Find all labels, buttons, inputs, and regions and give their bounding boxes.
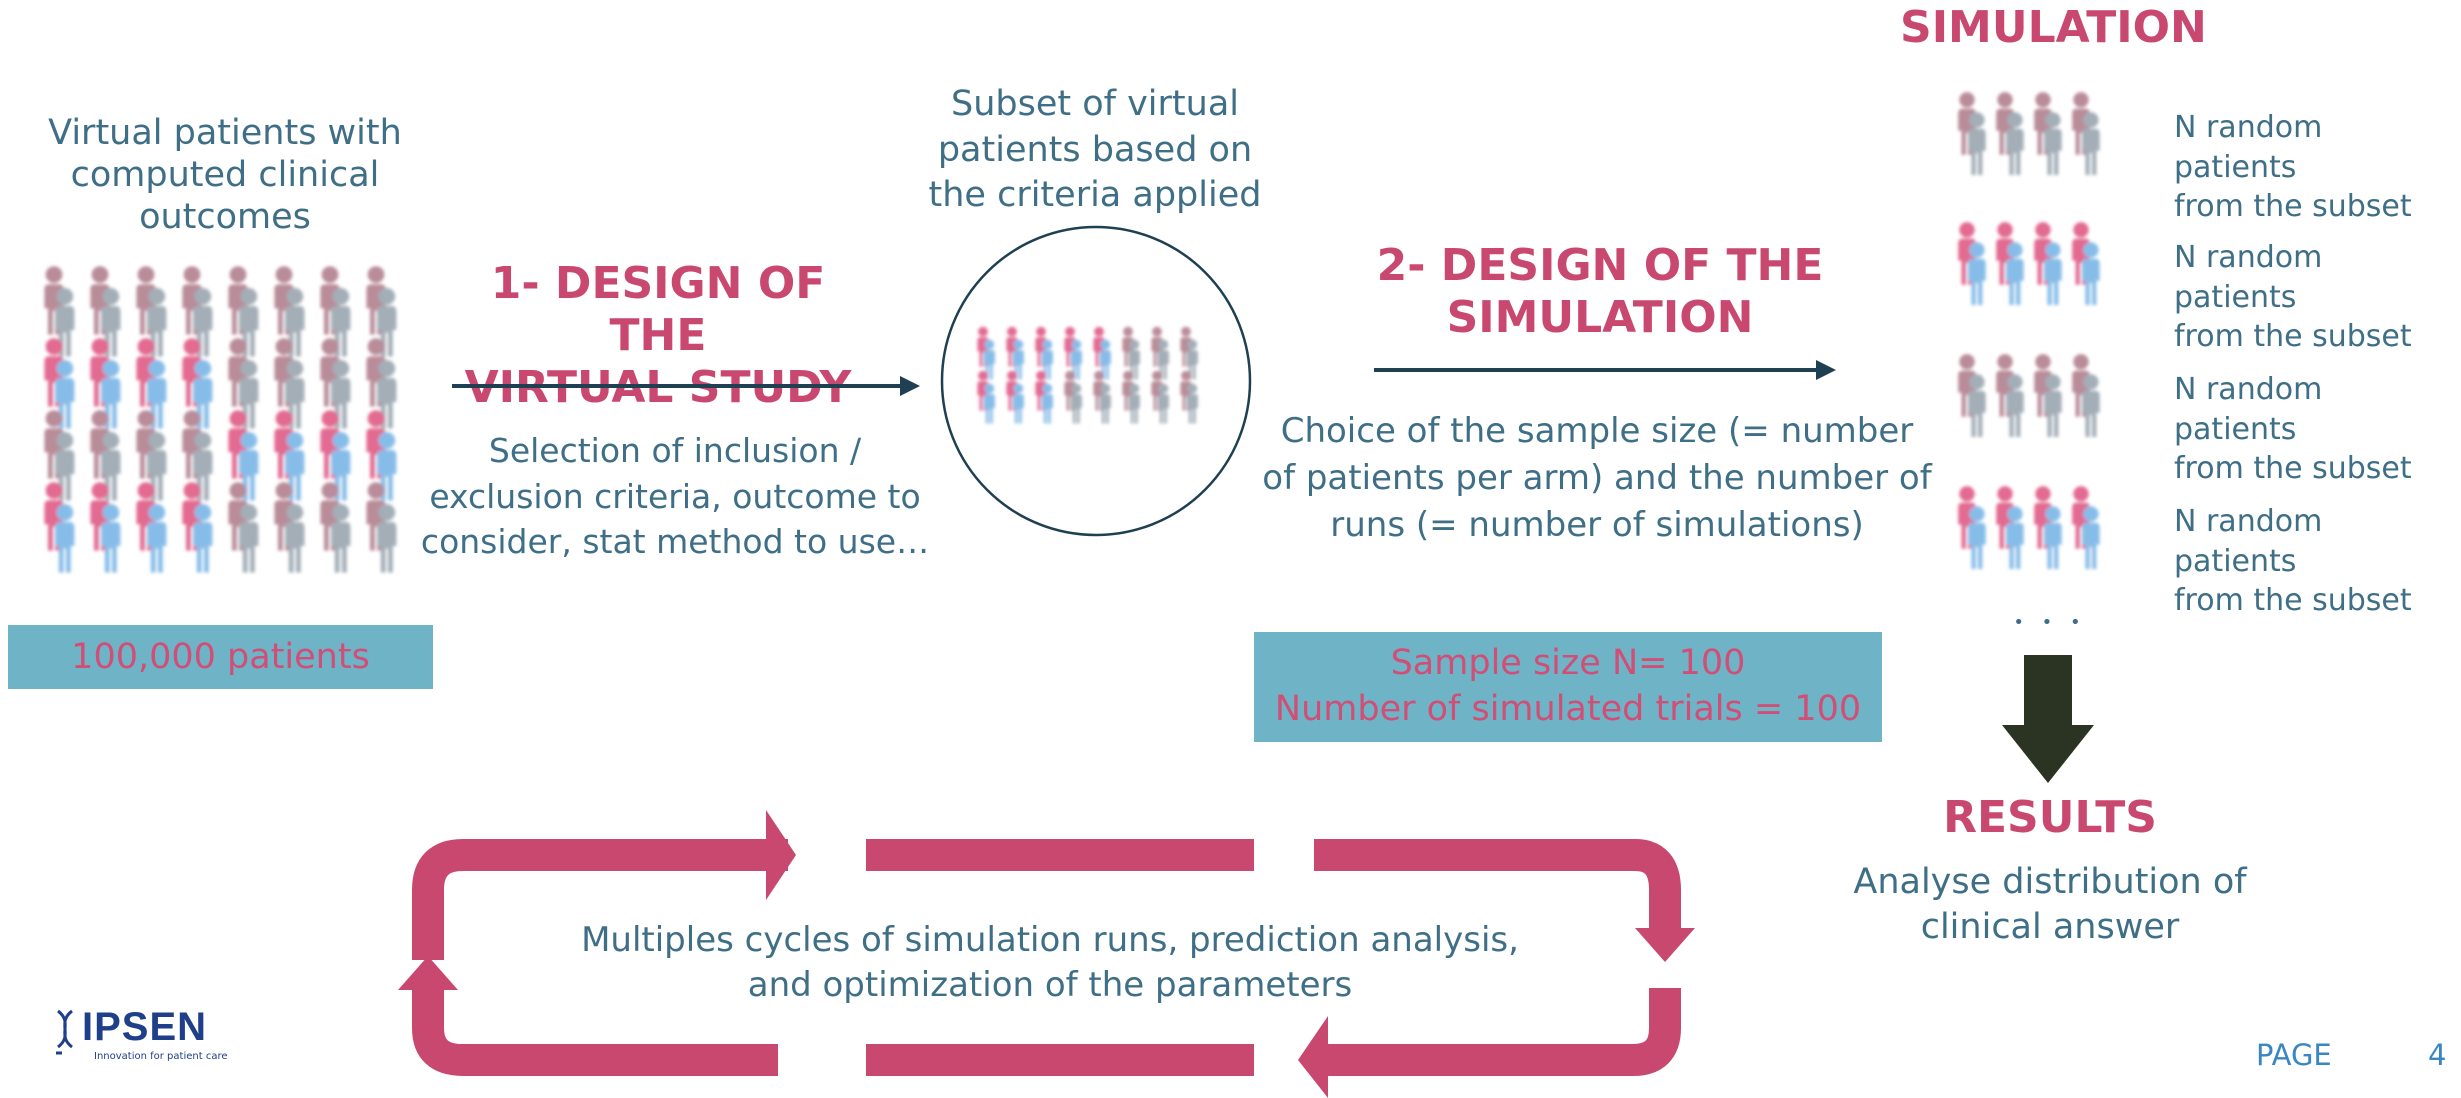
more-runs-ellipsis: • • •: [2013, 612, 2087, 633]
run-1-label-line1: N random patients: [2174, 110, 2323, 185]
patient-figure: [193, 504, 213, 573]
patient-figure: [331, 504, 351, 573]
cycle-description-line2: and optimization of the parameters: [747, 964, 1353, 1005]
patient-figure: [2082, 374, 2100, 437]
run-1-label-line2: from the subset: [2174, 189, 2412, 225]
results-description: Analyse distribution of clinical answer: [1853, 862, 2247, 947]
cycle-description: Multiples cycles of simulation runs, pre…: [520, 918, 1580, 1008]
patient-count-label: 100,000 patients: [71, 637, 370, 677]
patient-figure: [1968, 242, 1986, 305]
patient-figure: [2082, 242, 2100, 305]
patient-figure: [1968, 374, 1986, 437]
patient-figure: [2006, 506, 2024, 569]
results-title: RESULTS: [1943, 792, 2157, 843]
simulation-title: SIMULATION: [1900, 2, 2207, 53]
step1-arrow: [452, 376, 920, 396]
patient-figure: [1968, 112, 1986, 175]
run-1-label: N random patients from the subset: [2174, 108, 2444, 227]
step2-title: 2- DESIGN OF THE SIMULATION: [1370, 240, 1830, 344]
patient-figure: [1070, 383, 1082, 424]
run-4-label-line2: from the subset: [2174, 583, 2412, 619]
run-3-label-line2: from the subset: [2174, 451, 2412, 487]
patient-figure: [2044, 242, 2062, 305]
patient-figure: [101, 504, 121, 573]
step2-description: Choice of the sample size (= number of p…: [1262, 411, 1932, 545]
patient-figure: [2006, 374, 2024, 437]
run-4-label-line1: N random patients: [2174, 504, 2323, 579]
patient-figure: [2044, 112, 2062, 175]
simulated-trials-label: Number of simulated trials = 100: [1274, 689, 1862, 729]
patient-figure: [1968, 506, 1986, 569]
patient-figure: [983, 383, 995, 424]
patient-figure: [2082, 112, 2100, 175]
patient-figure: [2082, 506, 2100, 569]
patient-figure: [2044, 506, 2062, 569]
ipsen-logo-tagline: Innovation for patient care: [94, 1051, 228, 1062]
dna-helix-icon: [56, 1009, 74, 1055]
step2-arrow: [1374, 360, 1836, 380]
patient-figure: [1012, 383, 1024, 424]
page-label: PAGE: [2256, 1038, 2332, 1072]
patient-figure: [1157, 383, 1169, 424]
run-3-patients: [1958, 354, 2100, 437]
virtual-patients-crowd: [44, 266, 397, 573]
patient-figure: [285, 504, 305, 573]
patient-figure: [239, 504, 259, 573]
cycle-description-line1: Multiples cycles of simulation runs, pre…: [581, 920, 1519, 960]
run-3-label-line1: N random patients: [2174, 372, 2323, 447]
run-2-patients: [1958, 222, 2100, 305]
run-4-patients: [1958, 486, 2100, 569]
optimization-cycle-arrows: [398, 810, 1695, 1098]
step2-title-line1: 2- DESIGN OF THE: [1376, 240, 1824, 291]
patient-figure: [2006, 112, 2024, 175]
run-4-label: N random patients from the subset: [2174, 502, 2444, 621]
page-number: 4: [2428, 1038, 2447, 1072]
run-2-label: N random patients from the subset: [2174, 238, 2444, 357]
run-2-label-line2: from the subset: [2174, 319, 2412, 355]
subset-crowd: [977, 326, 1198, 424]
step2-title-line2: SIMULATION: [1446, 291, 1754, 343]
simulation-parameters-box: Sample size N= 100 Number of simulated t…: [1254, 632, 1882, 742]
results-down-arrow: [2002, 655, 2094, 783]
ipsen-logo-name: IPSEN: [82, 1005, 208, 1049]
step1-description: Selection of inclusion / exclusion crite…: [420, 431, 930, 562]
subset-circle: [940, 225, 1252, 537]
patient-figure: [1041, 383, 1053, 424]
step1-title-line1: 1- DESIGN OF THE: [490, 258, 826, 361]
patient-figure: [377, 504, 397, 573]
run-1-patients: [1958, 92, 2100, 175]
sample-size-label: Sample size N= 100: [1390, 643, 1746, 683]
patient-figure: [147, 504, 167, 573]
patient-figure: [1099, 383, 1111, 424]
patient-count-box: 100,000 patients: [8, 625, 433, 689]
run-2-label-line1: N random patients: [2174, 240, 2323, 315]
patient-figure: [2006, 242, 2024, 305]
subset-caption: Subset of virtual patients based on the …: [928, 84, 1262, 215]
patient-figure: [2044, 374, 2062, 437]
patient-figure: [55, 504, 75, 573]
run-3-label: N random patients from the subset: [2174, 370, 2444, 489]
virtual-patients-caption: Virtual patients with computed clinical …: [48, 113, 402, 237]
ipsen-logo: IPSEN Innovation for patient care: [52, 1005, 292, 1065]
patient-figure: [1128, 383, 1140, 424]
patient-figure: [1186, 383, 1198, 424]
